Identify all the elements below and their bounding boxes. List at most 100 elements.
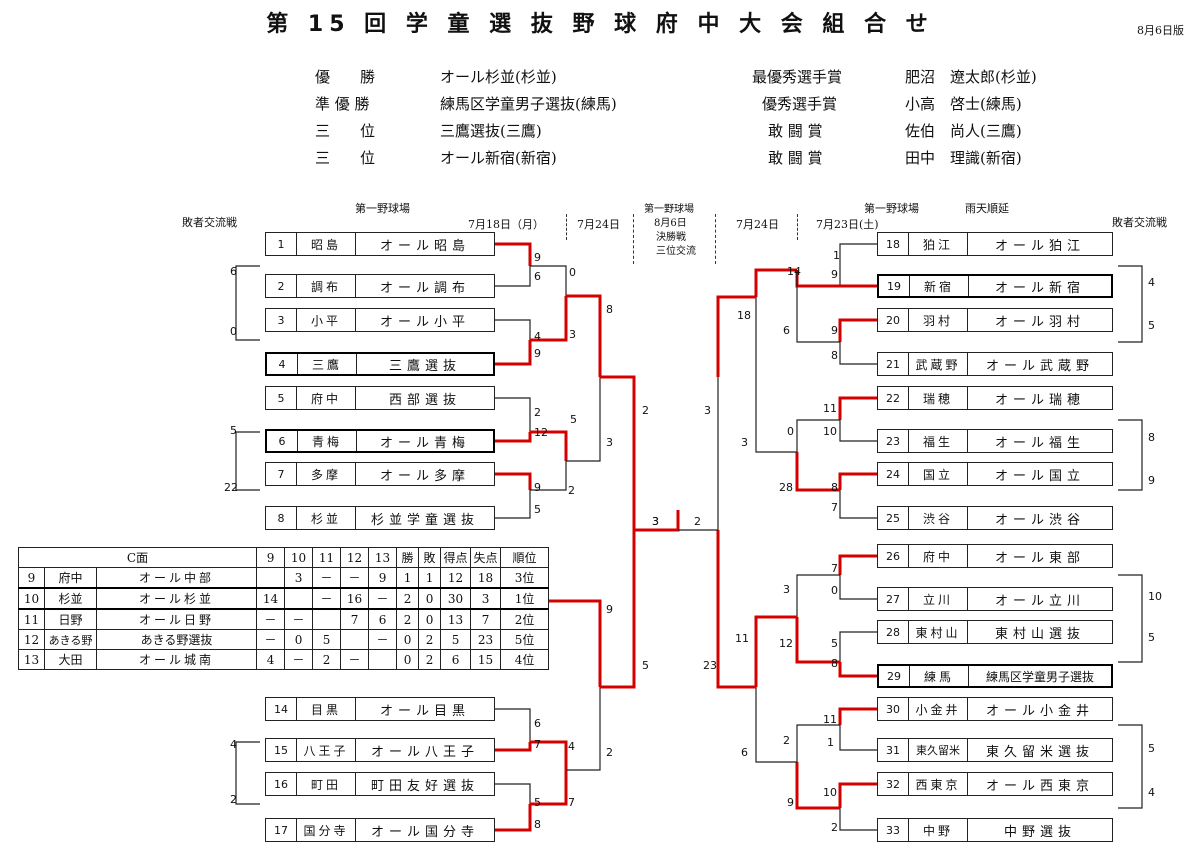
bracket-line: [495, 783, 531, 804]
table-cell: 3位: [500, 567, 550, 589]
score: 0: [831, 584, 838, 597]
team-area: 町田: [297, 773, 356, 795]
team-number: 19: [879, 276, 910, 296]
score: 3: [783, 583, 790, 596]
table-cell: 0: [418, 608, 442, 630]
award-player: 小高 啓士(練馬): [905, 95, 1022, 113]
winner-path: [838, 662, 877, 678]
team-name: オール立川: [994, 593, 1085, 609]
result-rank: 準 優 勝: [315, 95, 370, 113]
team-area: 目黒: [297, 698, 356, 720]
score: 0: [569, 266, 576, 279]
table-cell: －: [312, 567, 342, 589]
table-cell: 14: [256, 587, 286, 610]
table-cell: －: [312, 587, 342, 610]
edition-label: 8月6日版: [1137, 24, 1184, 37]
table-header: 9: [256, 547, 286, 568]
table-cell: 13: [440, 608, 472, 630]
winner-path: [838, 554, 877, 575]
team-name: 西部選抜: [388, 392, 461, 408]
score: 18: [737, 309, 751, 322]
winner-path: [838, 707, 877, 725]
score: 3: [704, 404, 711, 417]
score: 9: [534, 481, 541, 494]
team-area: 東久留米: [909, 739, 968, 761]
table-cell: 18: [470, 567, 502, 589]
winner-path: [600, 530, 636, 689]
score: 4: [230, 738, 237, 751]
table-cell: 12: [440, 567, 472, 589]
team-name: オール調布: [379, 280, 470, 296]
bracket-line: [839, 243, 877, 286]
bracket-line: [495, 708, 531, 742]
table-row: 11 日野 オール日野 － － 7 6 2 0 13 7 2位: [18, 608, 550, 630]
table-cell: 13: [18, 649, 45, 670]
table-header: 失点: [470, 547, 502, 568]
team-number: 15: [266, 739, 297, 761]
winner-path: [716, 295, 756, 377]
table-row: 12 あきる野 あきる野選抜 － 0 5 － 0 2 5 23 5位: [18, 629, 550, 650]
score: 7: [568, 796, 575, 809]
score: 9: [534, 347, 541, 360]
table-row: 9 府中 オール中部 3 － － 9 1 1 12 18 3位: [18, 567, 550, 589]
team-number: 31: [878, 739, 909, 761]
team-area: 府中: [909, 545, 968, 567]
team-number: 22: [878, 387, 909, 409]
bracket-line: [796, 724, 840, 762]
score: 0: [787, 425, 794, 438]
score: 4: [568, 740, 575, 753]
c-group-table: C面 9 10 11 12 13 勝 敗 得点 失点 順位 9 府中 オール中部…: [17, 547, 550, 670]
score: 2: [606, 746, 613, 759]
field-label: 第一野球場: [355, 202, 410, 215]
score: 2: [642, 404, 649, 417]
score: 6: [783, 324, 790, 337]
table-cell: 0: [396, 629, 420, 650]
table-row: 10 杉並 オール杉並 14 － 16 － 2 0 30 3 1位: [18, 587, 550, 610]
score: 5: [642, 659, 649, 672]
final-label: 決勝戦: [656, 232, 686, 243]
table-header: 得点: [440, 547, 472, 568]
award-player: 肥沼 遼太郎(杉並): [905, 68, 1037, 86]
winner-path: [795, 452, 840, 492]
table-header: 順位: [500, 547, 550, 568]
team-area: 新宿: [910, 276, 969, 296]
bracket-line: [495, 266, 531, 287]
score: 8: [534, 818, 541, 831]
table-cell: 2: [418, 649, 442, 670]
team-area: 八王子: [297, 739, 356, 761]
team-name: 練馬区学童男子選抜: [985, 669, 1094, 684]
divider: [566, 214, 567, 240]
team-name: オール小金井: [985, 703, 1094, 719]
score: 0: [230, 325, 237, 338]
winner-path: [566, 294, 602, 377]
award-name: 優秀選手賞: [762, 95, 838, 113]
team-area: 狛江: [909, 233, 968, 255]
score: 9: [534, 251, 541, 264]
winner-path: [495, 804, 532, 832]
score: 5: [1148, 631, 1155, 644]
table-cell: 7: [340, 608, 370, 630]
score: 8: [831, 657, 838, 670]
score: 3: [741, 436, 748, 449]
table-cell: 杉並: [44, 587, 97, 610]
table-header: 12: [340, 547, 370, 568]
team-area: 練馬: [910, 666, 969, 686]
score: 5: [831, 637, 838, 650]
table-cell: 大田: [44, 649, 97, 670]
award-name: 最優秀選手賞: [752, 68, 843, 86]
divider: [715, 214, 716, 264]
table-cell: －: [340, 567, 370, 589]
table-cell: 9: [368, 567, 398, 589]
table-header: 11: [312, 547, 342, 568]
winner-path: [795, 617, 840, 664]
table-cell: 4位: [500, 649, 550, 670]
table-cell: 0: [284, 629, 314, 650]
table-cell: オール杉並: [95, 587, 258, 610]
team-name: オール多摩: [379, 468, 470, 484]
